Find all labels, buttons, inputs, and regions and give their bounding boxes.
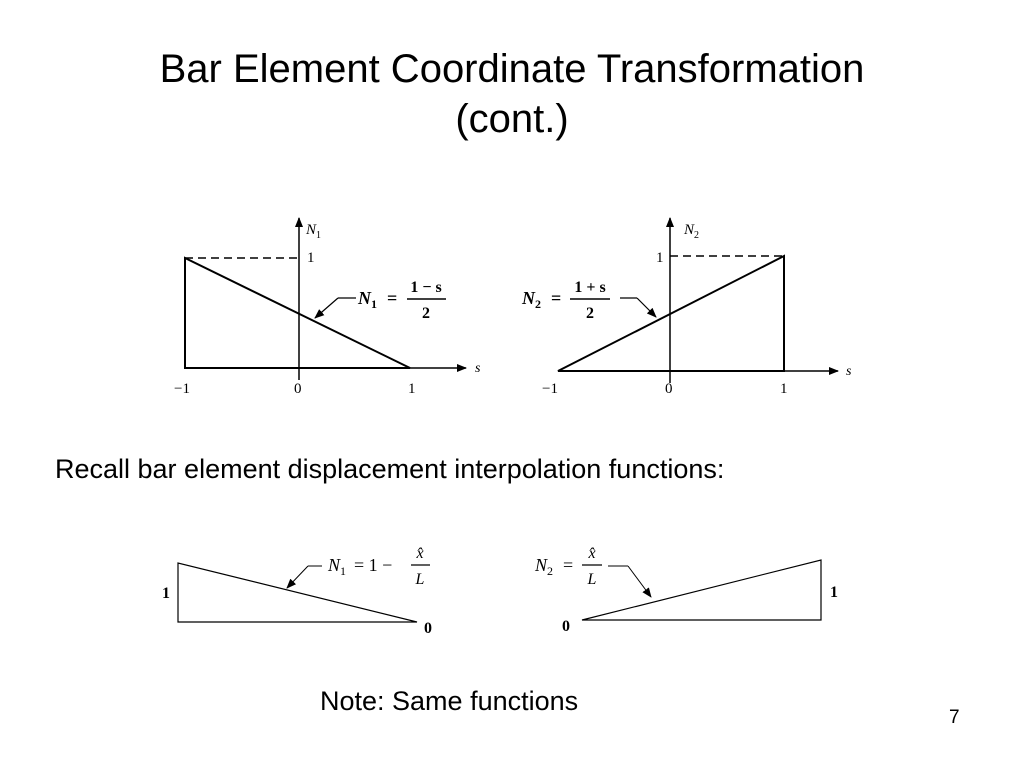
x-axis-label: s: [475, 361, 481, 376]
n1-triangle: [184, 256, 411, 369]
tick-label-1: 1: [408, 381, 416, 397]
title-line-1: Bar Element Coordinate Transformation: [159, 47, 865, 91]
tick-label-minus1: −1: [174, 381, 190, 397]
formula-equals: =: [387, 288, 397, 308]
formula-numerator: x̂: [415, 545, 423, 562]
right-value-label: 1: [830, 584, 838, 601]
svg-text:N2: N2: [534, 555, 553, 578]
n2-element-triangle: [581, 559, 822, 621]
n2-formula: N2 = 1 + s 2: [521, 279, 610, 322]
left-value-label: 1: [162, 585, 170, 602]
n1-formula: N1 = 1 − s 2: [357, 279, 446, 322]
svg-text:N1: N1: [357, 288, 377, 311]
tick-label-0: 0: [294, 381, 302, 397]
x-axis-label: s: [846, 364, 852, 379]
n1-element-triangle: [177, 562, 418, 623]
formula-arrow: [636, 297, 657, 318]
formula-denominator: L: [415, 571, 425, 588]
recall-text: Recall bar element displacement interpol…: [55, 454, 725, 484]
slide-title: Bar Element Coordinate Transformation (c…: [0, 44, 1024, 144]
left-value-label: 0: [562, 618, 570, 635]
formula-denominator: 2: [586, 305, 594, 322]
level-one-label: 1: [307, 250, 315, 266]
note-text: Note: Same functions: [320, 686, 579, 716]
tick-label-1: 1: [780, 381, 788, 397]
formula-numerator: 1 + s: [574, 279, 605, 296]
title-line-2: (cont.): [455, 97, 569, 141]
y-axis-label: N1: [305, 222, 321, 241]
lower-left-figure: 1 0 N1 = 1 − x̂ L: [162, 545, 432, 637]
tick-label-minus1: −1: [542, 381, 558, 397]
n2-triangle: [557, 254, 785, 372]
lower-right-figure: 0 1 N2 = x̂ L: [534, 545, 838, 635]
tick-label-0: 0: [665, 381, 673, 397]
upper-right-figure: N2 1 s −1 0 1 N2 = 1 + s 2: [521, 217, 852, 397]
svg-text:N1: N1: [327, 555, 346, 578]
page-number: 7: [949, 707, 960, 728]
right-value-label: 0: [424, 620, 432, 637]
formula-denominator: 2: [422, 305, 430, 322]
formula-arrow: [314, 297, 339, 319]
n1-element-formula: N1 = 1 − x̂ L: [327, 545, 430, 588]
upper-left-figure: N1 1 s −1 0 1 N1 = 1 − s 2: [174, 217, 481, 397]
formula-arrow: [627, 565, 652, 598]
n2-element-formula: N2 = x̂ L: [534, 545, 602, 588]
level-one-label: 1: [656, 250, 664, 266]
svg-text:N2: N2: [521, 288, 541, 311]
formula-arrow: [286, 565, 309, 589]
y-axis-label: N2: [683, 222, 699, 241]
formula-numerator: 1 − s: [410, 279, 441, 296]
formula-denominator: L: [587, 571, 597, 588]
formula-operator: = 1 −: [354, 555, 392, 575]
formula-numerator: x̂: [587, 545, 595, 562]
formula-equals: =: [551, 288, 561, 308]
formula-equals: =: [563, 555, 573, 575]
